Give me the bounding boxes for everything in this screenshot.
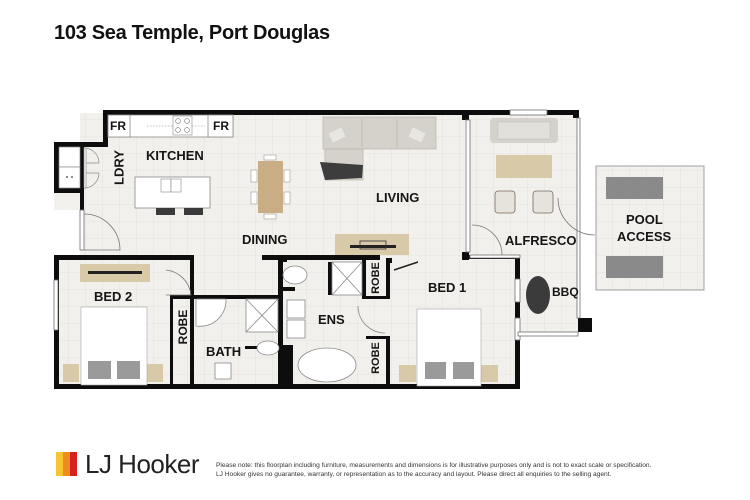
ensuite-fixtures	[282, 261, 419, 383]
page-title: 103 Sea Temple, Port Douglas	[54, 22, 330, 44]
kitchen-bench	[107, 114, 234, 138]
room-label-living: LIVING	[376, 190, 420, 205]
bed2-furniture	[63, 264, 192, 386]
room-label-robe-bed1-bottom: ROBE	[370, 342, 382, 374]
bath-fixtures	[195, 298, 280, 380]
living-sofa	[320, 116, 437, 181]
room-label-access: ACCESS	[617, 229, 672, 244]
room-label-bbq: BBQ	[552, 285, 579, 299]
laundry-fixtures	[58, 146, 100, 189]
pool-loungers	[606, 177, 663, 278]
room-label-robe-bed1-top: ROBE	[370, 262, 382, 294]
fridge-left-label: FR	[110, 119, 126, 133]
dining-table	[250, 154, 291, 220]
fridge-right-label: FR	[213, 119, 229, 133]
lj-hooker-logo: LJ Hooker	[56, 449, 200, 479]
disclaimer-line-2: LJ Hooker gives no guarantee, warranty, …	[216, 471, 612, 478]
room-label-pool: POOL	[626, 212, 663, 227]
logo-bars-icon	[56, 452, 77, 476]
door-swing	[83, 213, 121, 251]
room-label-laundry: LDRY	[111, 150, 127, 185]
room-label-bed2: BED 2	[94, 289, 133, 304]
disclaimer: Please note: this floorplan including fu…	[216, 461, 696, 479]
room-label-kitchen: KITCHEN	[146, 148, 204, 163]
room-label-dining: DINING	[242, 232, 288, 247]
room-label-bath: BATH	[206, 344, 242, 359]
room-label-ensuite: ENS	[318, 312, 345, 327]
bed1-furniture	[399, 308, 498, 387]
brand-name: LJ Hooker	[85, 449, 200, 479]
room-label-alfresco: ALFRESCO	[505, 233, 577, 248]
room-label-robe-bed2: ROBE	[176, 309, 190, 345]
disclaimer-line-1: Please note: this floorplan including fu…	[216, 462, 652, 469]
alfresco-furniture	[471, 118, 596, 314]
kitchen-island	[134, 176, 211, 215]
windows	[53, 109, 581, 341]
room-label-bed1: BED 1	[428, 280, 467, 295]
living-tv	[335, 234, 409, 255]
